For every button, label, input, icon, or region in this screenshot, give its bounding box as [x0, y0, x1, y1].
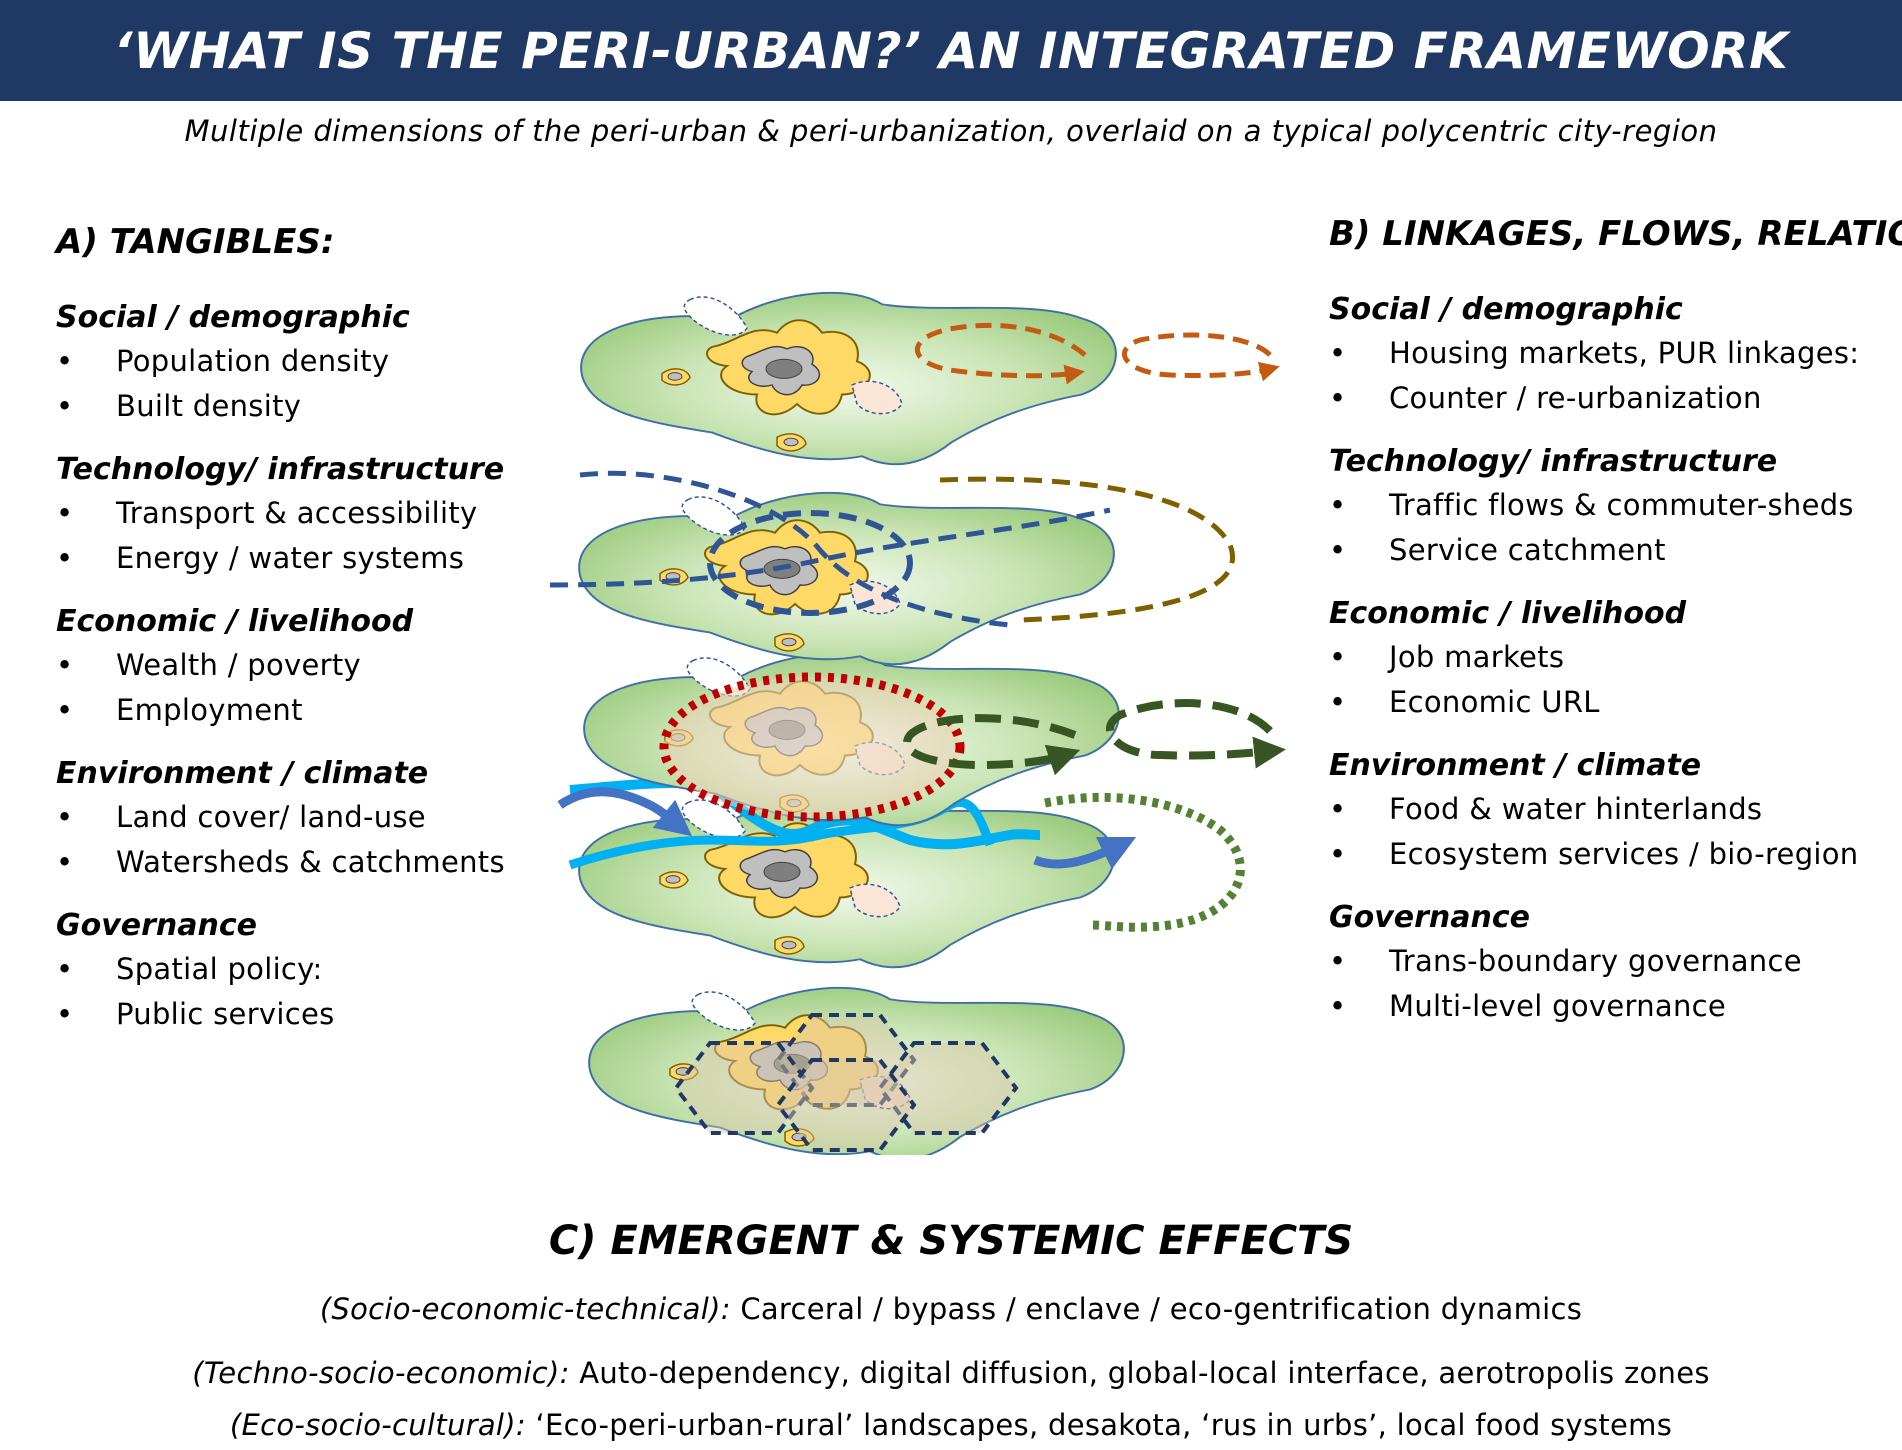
layer-technology — [550, 470, 1235, 666]
traffic-flow-line — [550, 507, 1111, 588]
emergent-line-2: (Techno-socio-economic): Auto-dependency… — [0, 1356, 1902, 1390]
list-item: Job markets — [1329, 635, 1902, 680]
linkages-group-social: Social / demographic Housing markets, PU… — [1329, 292, 1902, 420]
list-item: Economic URL — [1329, 680, 1902, 725]
linkages-group-technology: Technology/ infrastructure Traffic flows… — [1329, 444, 1902, 572]
city-region-layers-diagram — [550, 291, 1286, 1155]
watershed-arrow — [1033, 836, 1137, 870]
layer-governance — [588, 986, 1125, 1155]
group-title: Governance — [56, 908, 258, 943]
housing-market-arrow — [1121, 332, 1280, 382]
tangibles-group-environment: Environment / climate Land cover/ land-u… — [56, 756, 576, 884]
emergent-label: (Socio-economic-technical): — [319, 1292, 731, 1326]
page-title: ‘WHAT IS THE PERI-URBAN?’ AN INTEGRATED … — [113, 21, 1789, 80]
group-title: Environment / climate — [56, 756, 429, 791]
hinterland-dotted-loop — [1044, 792, 1245, 932]
group-title: Economic / livelihood — [56, 604, 414, 639]
emergent-line-1: (Socio-economic-technical): Carceral / b… — [0, 1292, 1902, 1326]
housing-market-arrow — [914, 322, 1087, 385]
tangibles-group-social: Social / demographic Population density … — [56, 300, 576, 428]
service-catchment-loop — [939, 476, 1235, 623]
list-item: Housing markets, PUR linkages: — [1329, 331, 1902, 376]
group-title: Social / demographic — [1329, 292, 1683, 327]
group-title: Social / demographic — [56, 300, 410, 335]
emergent-label: (Techno-socio-economic): — [192, 1356, 570, 1390]
economic-url-ring — [659, 672, 965, 822]
tangibles-group-technology: Technology/ infrastructure Transport & a… — [56, 452, 576, 580]
emergent-label: (Eco-socio-cultural): — [229, 1408, 526, 1442]
list-item: Multi-level governance — [1329, 984, 1902, 1029]
tangibles-heading: A) TANGIBLES: — [56, 222, 335, 262]
list-item: Population density — [56, 339, 576, 384]
layer-economic — [583, 652, 1286, 827]
list-item: Watersheds & catchments — [56, 840, 576, 885]
list-item: Wealth / poverty — [56, 643, 576, 688]
title-banner: ‘WHAT IS THE PERI-URBAN?’ AN INTEGRATED … — [0, 0, 1902, 101]
list-item: Food & water hinterlands — [1329, 787, 1902, 832]
linkages-group-governance: Governance Trans-boundary governance Mul… — [1329, 900, 1902, 1028]
layer-social — [580, 291, 1280, 466]
list-item: Counter / re-urbanization — [1329, 376, 1902, 421]
linkages-group-economic: Economic / livelihood Job markets Econom… — [1329, 596, 1902, 724]
linkages-column: B) LINKAGES, FLOWS, RELATIONS Social / d… — [1329, 214, 1902, 1052]
list-item: Traffic flows & commuter-sheds — [1329, 483, 1902, 528]
commuter-shed-ring — [707, 510, 913, 616]
list-item: Public services — [56, 992, 576, 1037]
traffic-flow-line — [579, 470, 1011, 628]
group-title: Environment / climate — [1329, 748, 1702, 783]
list-item: Trans-boundary governance — [1329, 939, 1902, 984]
list-item: Land cover/ land-use — [56, 795, 576, 840]
emergent-heading: C) EMERGENT & SYSTEMIC EFFECTS — [548, 1218, 1354, 1264]
emergent-line-3: (Eco-socio-cultural): ‘Eco-peri-urban-ru… — [0, 1408, 1902, 1442]
emergent-text: Carceral / bypass / enclave / eco-gentri… — [730, 1292, 1583, 1326]
tangibles-group-governance: Governance Spatial policy: Public servic… — [56, 908, 576, 1036]
linkages-heading: B) LINKAGES, FLOWS, RELATIONS — [1329, 214, 1902, 254]
page-subtitle: Multiple dimensions of the peri-urban & … — [184, 114, 1718, 148]
list-item: Service catchment — [1329, 528, 1902, 573]
governance-hexagons — [673, 1013, 1019, 1152]
group-title: Technology/ infrastructure — [1329, 444, 1778, 479]
linkages-group-environment: Environment / climate Food & water hinte… — [1329, 748, 1902, 876]
list-item: Transport & accessibility — [56, 491, 576, 536]
group-title: Governance — [1329, 900, 1531, 935]
tangibles-column: A) TANGIBLES: Social / demographic Popul… — [56, 222, 576, 1060]
list-item: Ecosystem services / bio-region — [1329, 832, 1902, 877]
emergent-text: Auto-dependency, digital diffusion, glob… — [569, 1356, 1710, 1390]
job-market-arrow — [903, 714, 1081, 776]
group-title: Economic / livelihood — [1329, 596, 1687, 631]
job-market-arrow — [1106, 699, 1286, 769]
list-item: Energy / water systems — [56, 536, 576, 581]
emergent-text: ‘Eco-peri-urban-rural’ landscapes, desak… — [525, 1408, 1673, 1442]
group-title: Technology/ infrastructure — [56, 452, 505, 487]
tangibles-group-economic: Economic / livelihood Wealth / poverty E… — [56, 604, 576, 732]
watershed-arrow — [557, 787, 693, 837]
list-item: Spatial policy: — [56, 947, 576, 992]
river-line — [568, 798, 995, 870]
list-item: Employment — [56, 688, 576, 733]
list-item: Built density — [56, 384, 576, 429]
